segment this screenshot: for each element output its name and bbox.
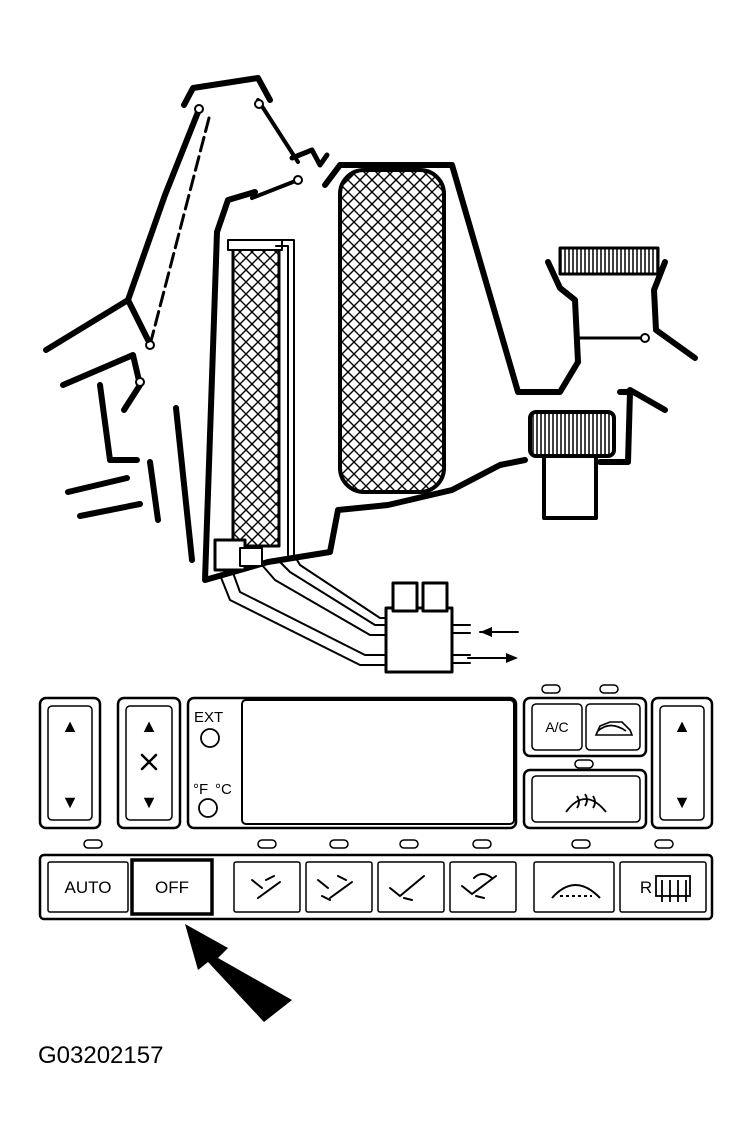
mode-floor-button[interactable] <box>377 861 445 913</box>
svg-text:A/C: A/C <box>545 719 568 735</box>
fan-icon <box>140 753 158 771</box>
mode-floor-defrost-button[interactable] <box>449 861 517 913</box>
unit-toggle-button[interactable] <box>198 798 218 818</box>
ext-label: EXT <box>194 709 223 726</box>
defrost-icon <box>551 884 601 899</box>
svg-text:R: R <box>640 878 652 897</box>
recirc-button[interactable] <box>585 703 641 751</box>
arrow-icon <box>185 924 292 1022</box>
ac-indicator <box>541 684 561 694</box>
auto-button[interactable]: AUTO <box>47 861 129 913</box>
ext-button[interactable] <box>200 728 220 748</box>
arrow-out-icon <box>506 653 518 663</box>
celsius-label: °C <box>215 781 232 798</box>
temp-right-up-icon[interactable]: ▲ <box>673 716 691 736</box>
recirc-indicator <box>599 684 619 694</box>
fan-speed-rocker[interactable]: ▲ ▼ <box>116 696 182 830</box>
ac-cluster: A/C <box>522 684 648 830</box>
floor-icon <box>389 875 425 901</box>
fan-down-icon[interactable]: ▼ <box>140 792 158 812</box>
temp-right-down-icon[interactable]: ▼ <box>673 792 691 812</box>
temp-left-rocker[interactable]: ▲ ▼ <box>38 696 102 830</box>
defrost-button[interactable] <box>533 861 615 913</box>
svg-text:OFF: OFF <box>155 878 189 897</box>
max-defrost-icon <box>565 793 607 813</box>
arrow-in-icon <box>480 627 492 637</box>
fahrenheit-label: °F <box>193 781 208 798</box>
display-group: EXT °F °C <box>186 696 518 830</box>
rear-defrost-button[interactable]: R <box>619 861 707 913</box>
front-defrost-indicator <box>574 759 594 769</box>
temp-right-rocker[interactable]: ▲ ▼ <box>650 696 714 830</box>
mode-panel-button[interactable] <box>233 861 301 913</box>
floor-defrost-icon <box>461 873 497 899</box>
max-defrost-button[interactable] <box>531 775 641 823</box>
lcd-display <box>241 699 515 825</box>
fan-up-icon[interactable]: ▲ <box>140 716 158 736</box>
off-button[interactable]: OFF <box>130 858 214 916</box>
bilevel-icon <box>317 875 353 901</box>
svg-text:AUTO: AUTO <box>65 878 112 897</box>
temp-left-down-icon[interactable]: ▼ <box>61 792 79 812</box>
temp-left-up-icon[interactable]: ▲ <box>61 716 79 736</box>
hvac-case-illustration <box>43 75 698 674</box>
rear-defrost-icon <box>655 875 691 902</box>
mode-indicators <box>83 839 674 849</box>
figure-id: G03202157 <box>38 1042 164 1069</box>
ac-button[interactable]: A/C <box>531 703 583 751</box>
recirc-car-icon <box>594 721 634 736</box>
panel-vent-icon <box>251 875 281 899</box>
mode-bilevel-button[interactable] <box>305 861 373 913</box>
